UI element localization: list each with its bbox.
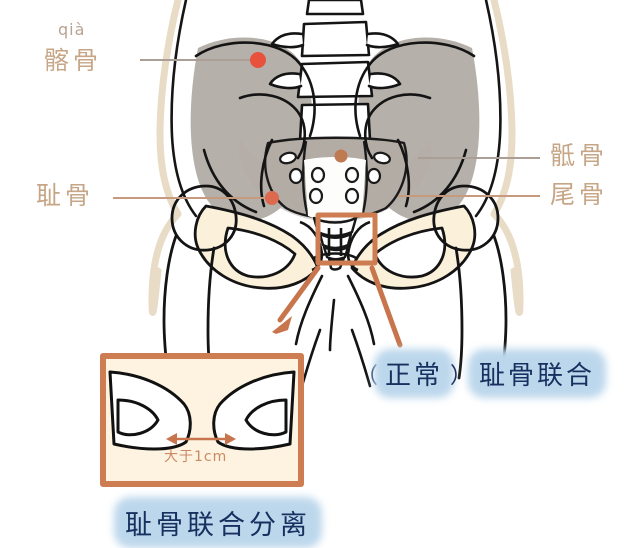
pubis-label: 耻骨	[36, 181, 95, 210]
coccyx-seg-1	[312, 216, 358, 237]
vertebra-l4-left-process	[270, 32, 305, 49]
measure-label: 大于1cm	[164, 449, 228, 465]
foramen-right-1	[373, 151, 391, 165]
vertebra-l4-right-process	[365, 32, 400, 49]
caption-normal-chip: 正常	[374, 349, 455, 398]
marker-dot-coccyx	[334, 149, 348, 163]
arch-right-line	[346, 274, 376, 346]
ilium-label: 髂骨	[44, 46, 103, 75]
leader-lines-group	[113, 52, 540, 205]
left-ilium-lower	[202, 148, 258, 214]
caption-close-paren: ）	[450, 363, 473, 389]
caption-normal-text: 正常	[385, 361, 444, 391]
sacrum-label: 骶骨	[550, 141, 609, 170]
perineum-line	[328, 298, 336, 352]
right-iliac-crest	[354, 41, 476, 138]
right-femoral-head	[432, 184, 500, 252]
foramen-right-4	[344, 187, 360, 205]
caption-open-paren: （	[356, 363, 379, 389]
sacrum-center-line-left	[302, 140, 310, 217]
sacroiliac-left	[259, 138, 274, 208]
measure-arrow-head-left	[166, 433, 177, 445]
right-iliac-inner	[363, 93, 432, 160]
left-iliac-inner	[238, 93, 307, 160]
symphysis-highlight-box[interactable]	[315, 212, 378, 266]
pointer-arrows-group	[272, 265, 403, 348]
right-hip-soft-tissue	[490, 0, 524, 316]
foramen-right-2	[366, 167, 382, 185]
inset-bones-group	[108, 370, 296, 451]
arrow-to-inset-head	[272, 316, 292, 334]
pelvic-ring-group	[193, 204, 477, 290]
foramen-left-1	[279, 151, 297, 165]
foramen-left-2	[288, 167, 304, 185]
coccyx-label: 尾骨	[550, 180, 609, 209]
right-obturator-foramen	[373, 226, 447, 279]
arrow-to-inset-shaft	[277, 265, 321, 323]
sacrum-center-line-right	[360, 140, 368, 217]
left-obturator-foramen	[223, 226, 297, 279]
caption-symphysis-text: 耻骨联合	[479, 361, 596, 391]
foramen-left-3	[310, 166, 326, 184]
sacroiliac-right	[396, 138, 411, 208]
arch-left-line	[294, 274, 324, 346]
left-body-contour	[170, 0, 198, 218]
separation-caption: 耻骨联合分离	[114, 497, 322, 548]
caption-separation-chip: 耻骨联合分离	[114, 497, 322, 548]
arrow-to-caption-shaft	[369, 265, 403, 348]
marker-dot-ilium	[250, 52, 266, 68]
left-hip-soft-tissue	[148, 0, 182, 316]
body-outline-group	[148, 0, 524, 316]
caption-separation-text: 耻骨联合分离	[125, 510, 311, 541]
inset-left-inner-arc	[116, 398, 160, 437]
foramen-left-4	[308, 187, 324, 205]
measure-arrow-head-right	[225, 433, 236, 445]
vertebra-l5-right-process	[367, 72, 402, 90]
lumbar-spine-group	[268, 0, 402, 143]
inset-measure-arrow-group	[166, 433, 236, 445]
inset-box-border[interactable]	[100, 353, 304, 487]
left-iliac-crest	[194, 41, 316, 138]
normal-symphysis-caption: （ 正常 ） 耻骨联合	[356, 349, 607, 398]
sacral-foramina-group	[279, 151, 391, 205]
vertebra-l5-left-process	[268, 72, 303, 90]
thigh-right-line	[350, 328, 372, 388]
caption-symphysis-chip: 耻骨联合	[468, 349, 607, 398]
ilium-pinyin-label: qià	[58, 20, 86, 39]
inset-right-inner-arc	[244, 398, 288, 437]
right-femur-medial	[454, 246, 464, 380]
foramen-right-3	[344, 166, 360, 184]
marker-dot-pubis	[265, 191, 279, 205]
left-femoral-head	[170, 184, 238, 252]
vertebra-l3	[305, 0, 365, 16]
